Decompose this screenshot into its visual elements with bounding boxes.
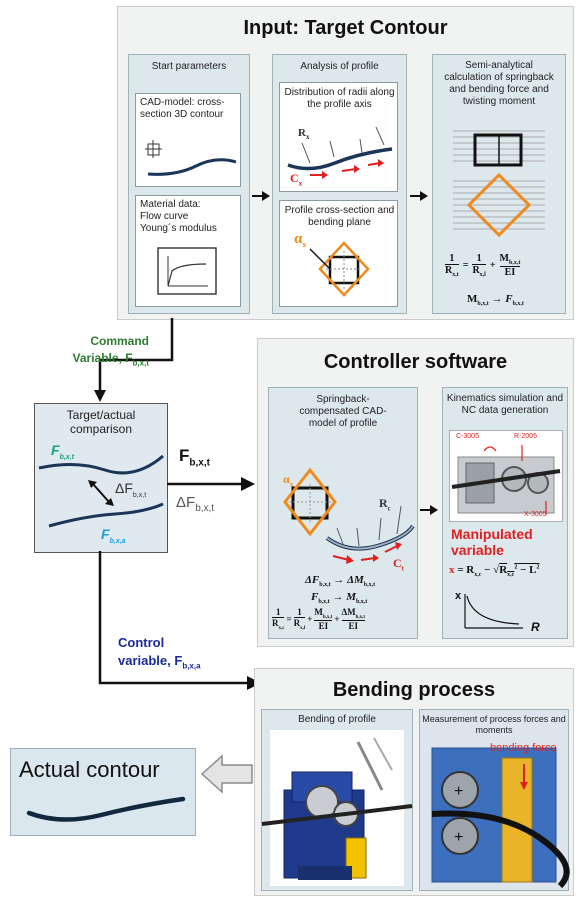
actual-contour-curve (26, 796, 186, 822)
actual-force-sub: b,x,a (109, 537, 126, 545)
radius-r-sub: x (305, 133, 310, 142)
radius-r-label: R (298, 127, 306, 139)
cross-section-box: Profile cross-section and bending plane … (279, 200, 398, 307)
comparison-curves (38, 454, 164, 528)
target-actual-comparison-box: Target/actual comparison Fb,x,t ΔFb,x,t … (34, 403, 168, 553)
start-parameters-panel: Start parameters CAD-model: cross-sectio… (128, 54, 250, 314)
arrow-fbxt-sub: b,x,t (189, 457, 210, 469)
plot-r-axis-label: R (531, 620, 540, 634)
comparison-heading: Target/actual comparison (66, 408, 136, 436)
control-variable-label: Control variable, Fb,x,a (118, 634, 201, 676)
bending-of-profile-panel: Bending of profile (261, 709, 413, 891)
springback-formula-2: Fb,x,t → Mb,x,t (311, 591, 368, 606)
command-variable-connector (94, 318, 174, 402)
axis-c-label: C-3005 (456, 433, 479, 440)
alpha-label: α (294, 231, 303, 247)
measurement-panel: Measurement of process forces and moment… (419, 709, 570, 891)
springback-c-label: C (393, 556, 402, 570)
radii-distribution-label: Distribution of radii along the profile … (284, 87, 395, 110)
controller-section-title: Controller software (323, 351, 508, 373)
springback-formula-1: ΔFb,x,t → ΔMb,x,t (305, 574, 376, 589)
contour-c-sub: x (298, 179, 303, 188)
bending-of-profile-label: Bending of profile (298, 714, 376, 725)
springback-r-sub: c (387, 504, 391, 513)
command-variable-line2: Variable, F (72, 351, 133, 365)
bending-section-title: Bending process (332, 679, 496, 701)
kinematics-heading: Kinematics simulation and NC data genera… (446, 393, 564, 416)
manipulated-variable-label: Manipulated variable (451, 526, 533, 558)
calculation-panel: Semi-analytical calculation of springbac… (432, 54, 566, 314)
radii-distribution-box: Distribution of radii along the profile … (279, 82, 398, 192)
control-variable-line1: Control (118, 635, 165, 650)
bending-cross-section-drawing (453, 130, 545, 238)
command-variable-label: Command Variable, Fb,x,t (43, 333, 149, 371)
springback-drawing (283, 467, 415, 564)
command-variable-line1: Command (90, 334, 149, 348)
analysis-heading: Analysis of profile (300, 61, 379, 72)
arrow-fbxt-label: F (179, 446, 190, 465)
actual-contour-box: Actual contour (10, 748, 196, 836)
control-variable-line2: variable, F (118, 653, 183, 668)
command-variable-sub: b,x,t (132, 358, 149, 368)
measurement-drawing: + + (431, 747, 570, 889)
material-item-youngs-modulus: Young´s modulus (140, 223, 217, 234)
alpha-sub: x (302, 240, 307, 249)
delta-force-sub: b,x,t (132, 491, 147, 499)
controller-software-section: Controller software Springback-compensat… (257, 338, 574, 647)
input-target-contour-section: Input: Target Contour Start parameters C… (117, 6, 574, 320)
arrow-delta-label: ΔF (176, 494, 196, 511)
cad-model-label: CAD-model: cross-section 3D contour (140, 97, 225, 120)
bending-process-section: Bending process Bending of profile Measu… (254, 668, 574, 896)
target-force-label: F (51, 442, 60, 458)
calc-formula-2: Mb,x,t → Fb,x,t (467, 293, 524, 308)
axis-x-label: X-3005 (524, 511, 547, 518)
control-variable-sub: b,x,a (182, 661, 201, 671)
control-variable-connector (98, 551, 261, 690)
springback-r-label: R (379, 496, 388, 510)
actual-contour-label: Actual contour (19, 757, 160, 782)
cad-contour-drawing (145, 140, 237, 176)
kinematics-panel: Kinematics simulation and NC data genera… (442, 387, 568, 639)
bending-machine-drawing (261, 730, 413, 886)
radii-distribution-drawing (287, 126, 393, 179)
input-section-title: Input: Target Contour (243, 17, 448, 39)
springback-alpha-label: α (283, 472, 290, 486)
delta-force-label: ΔF (115, 480, 133, 496)
springback-c-sub: t (401, 564, 405, 573)
start-parameters-heading: Start parameters (151, 61, 227, 72)
material-data-box: Material data: Flow curve Young´s modulu… (135, 195, 241, 307)
axis-r-label: R-2005 (514, 433, 537, 440)
analysis-of-profile-panel: Analysis of profile Distribution of radi… (272, 54, 407, 314)
manipulated-formula: x = Rx,c − √Rx,c2 − L2 (449, 564, 540, 579)
contour-c-label: C (290, 171, 299, 185)
springback-cad-panel: Springback-compensated CAD-model of prof… (268, 387, 418, 639)
svg-text:+: + (454, 829, 463, 846)
kinematics-machine-image: C-3005 R-2005 X-3005 (449, 430, 563, 522)
material-data-label: Material data: (140, 199, 201, 210)
cad-model-box: CAD-model: cross-section 3D contour (135, 93, 241, 187)
bending-force-label: bending force (490, 742, 557, 754)
material-item-flow-curve: Flow curve (140, 211, 189, 222)
flow-curve-plot (157, 247, 217, 295)
measurement-label: Measurement of process forces and moment… (422, 714, 566, 735)
calculation-heading: Semi-analytical calculation of springbac… (444, 60, 554, 107)
arrow-springback-to-kinematics (420, 505, 438, 515)
target-force-sub: b,x,t (59, 453, 74, 461)
actual-force-label: F (101, 526, 110, 542)
x-vs-r-plot (464, 594, 523, 629)
svg-text:+: + (454, 783, 463, 800)
arrow-analysis-to-calculation (410, 191, 428, 201)
cross-section-label: Profile cross-section and bending plane (284, 205, 395, 228)
springback-alpha-sub: x (289, 480, 294, 489)
arrow-start-to-analysis (252, 191, 270, 201)
cross-section-drawing (309, 241, 370, 297)
arrow-comparison-to-controller (167, 477, 255, 491)
machine-drawing (451, 445, 561, 515)
arrow-delta-sub: b,x,t (195, 503, 215, 514)
arrow-to-actual-contour (200, 754, 253, 794)
springback-heading: Springback-compensated CAD-model of prof… (299, 394, 387, 429)
plot-x-axis-label: x (455, 590, 462, 602)
